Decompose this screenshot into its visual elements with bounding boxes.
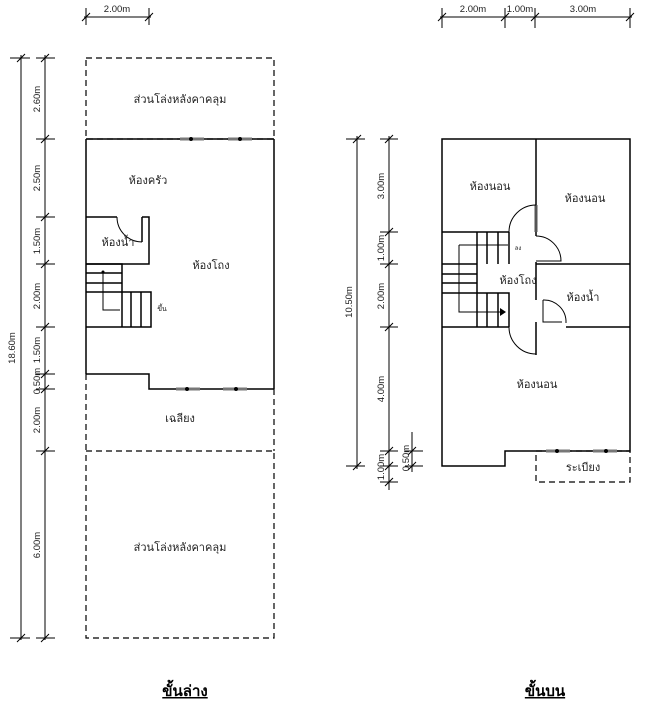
dimension-label: 0.50m (401, 445, 412, 471)
door-swing-arc (535, 235, 562, 262)
stair-label: ลง (515, 245, 522, 252)
staircase (86, 263, 152, 328)
window (180, 137, 204, 141)
dimension-label: 1.50m (32, 337, 43, 363)
room-label: ห้องน้ำ (567, 289, 600, 304)
window (223, 387, 247, 391)
dimension-label: 2.00m (460, 4, 486, 15)
staircase (442, 232, 510, 327)
door-swing-arc (542, 299, 567, 324)
dimension-label: 1.00m (507, 4, 533, 15)
room-label: ห้องนอน (470, 180, 511, 193)
dimension-label: 2.60m (32, 86, 43, 112)
room-label: เฉลียง (165, 412, 195, 425)
dimension-label: 2.00m (32, 407, 43, 433)
room-label: ห้องน้ำ (102, 234, 135, 249)
dimension-lines (346, 8, 635, 490)
window (546, 449, 570, 453)
dimension-label: 3.00m (570, 4, 596, 15)
upper-floor-plan: ห้องนอน ห้องนอน ลง ห้องโถง ห้องน้ำ ห้องน… (344, 4, 635, 700)
room-label: ห้องโถง (499, 273, 536, 287)
ground-floor-plan: ส่วนโล่งหลังคาคลุม ห้องครัว ห้องน้ำ ห้อง… (7, 4, 275, 700)
dimension-label: 1.00m (376, 235, 387, 261)
room-label: ห้องนอน (565, 192, 606, 205)
room-label: ระเบียง (566, 461, 600, 474)
dimension-label: 6.00m (32, 532, 43, 558)
door-swing-arc (508, 326, 537, 355)
balcony-outline (535, 450, 631, 483)
door-swing-arc (116, 216, 143, 243)
room-label: ห้องนอน (517, 378, 558, 391)
open-area-bottom (85, 450, 275, 639)
dimension-label: 4.00m (376, 376, 387, 402)
window (593, 449, 617, 453)
stair-label: ขึ้น (157, 302, 167, 313)
room-label: ส่วนโล่งหลังคาคลุม (134, 540, 227, 554)
dimension-lines (10, 8, 154, 643)
dimension-label: 3.00m (376, 173, 387, 199)
room-label: ห้องครัว (129, 174, 168, 187)
upper-floor-title: ขั้นบน (525, 679, 566, 700)
dimension-label: 10.50m (344, 286, 355, 318)
dimension-label: 2.00m (32, 283, 43, 309)
window (176, 387, 200, 391)
dimension-label: 1.00m (376, 454, 387, 480)
dimension-label: 2.00m (376, 283, 387, 309)
room-label: ห้องโถง (192, 258, 229, 272)
upper-walls (441, 138, 631, 467)
partitions (442, 139, 630, 355)
window (228, 137, 252, 141)
door-swing-arc (508, 204, 537, 233)
dimension-label: 0.50m (32, 368, 43, 394)
dimension-label: 2.50m (32, 165, 43, 191)
ground-floor-title: ขั้นล่าง (162, 679, 207, 700)
dimension-label: 18.60m (7, 332, 18, 364)
dimension-label: 2.00m (104, 4, 130, 15)
dimension-label: 1.50m (32, 228, 43, 254)
room-label: ส่วนโล่งหลังคาคลุม (134, 92, 227, 106)
